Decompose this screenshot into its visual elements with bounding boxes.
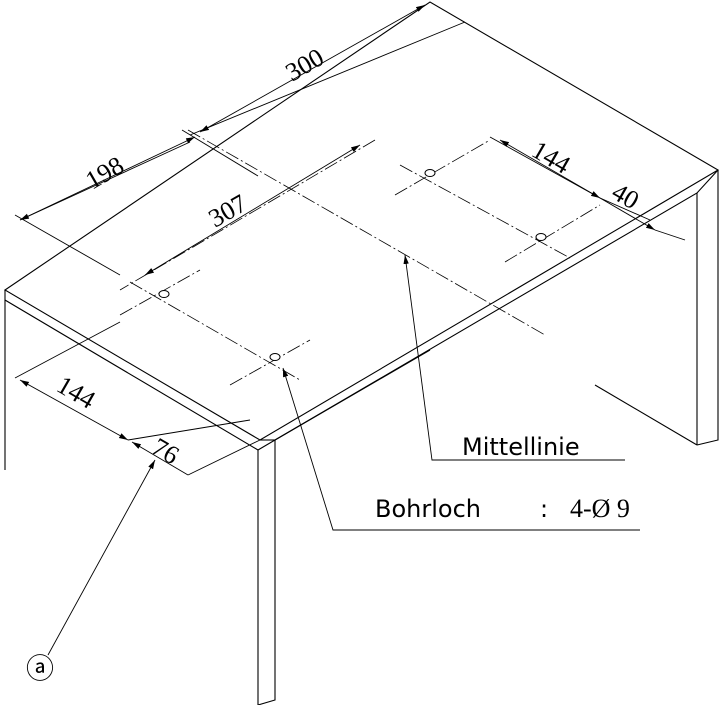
drill-hole-3 [424, 169, 436, 177]
drill-spec: 4-Ø 9 [570, 494, 630, 523]
drill-hole-label: Bohrloch [375, 495, 481, 523]
centerline-label: Mittellinie [462, 433, 580, 461]
drill-hole-2 [269, 353, 281, 361]
drill-holes [158, 169, 547, 361]
dim-144-back: 144 [527, 135, 575, 180]
drill-separator: : [540, 495, 548, 523]
dim-144-front: 144 [52, 370, 100, 415]
centerlines [119, 129, 601, 386]
drill-hole-1 [158, 290, 170, 298]
dimension-lines [14, 4, 686, 476]
dim-307: 307 [204, 189, 252, 234]
table-outline [3, 1, 720, 705]
dim-40: 40 [607, 177, 644, 215]
leader-lines [47, 254, 640, 656]
callout-a: ⓐ [26, 652, 54, 685]
drill-hole-4 [535, 233, 547, 241]
